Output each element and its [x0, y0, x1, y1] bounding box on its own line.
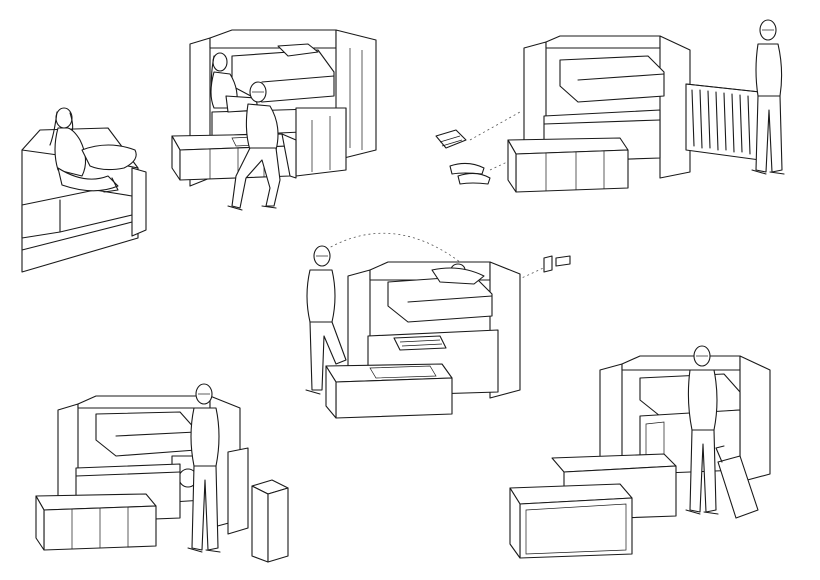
woman-feet [103, 177, 119, 193]
woman-torso [54, 127, 87, 177]
bed-cabinet-seams [311, 116, 331, 172]
center-step-tray [393, 335, 447, 351]
clothes-rail [685, 83, 761, 93]
center-mattress-edge [407, 295, 493, 303]
wardrobe-man-legs [755, 95, 783, 173]
bed-mattress-edge [261, 75, 335, 83]
shoe-right-icon [457, 172, 491, 185]
wardrobe-man-feet [751, 169, 785, 175]
washer-man-feet [187, 547, 221, 553]
center-mattress [387, 275, 493, 323]
bed-mattress [231, 49, 335, 103]
remote-device-icon [543, 255, 553, 273]
washer-drawer-dividers [71, 507, 129, 549]
bed-back-wall [209, 29, 337, 49]
luggage-left-panel [599, 363, 623, 471]
washer-drawer-side [35, 495, 45, 551]
luggage-right-panel [739, 355, 771, 483]
wardrobe-mattress-edge [577, 73, 665, 81]
storage-dashed-guides [469, 111, 521, 171]
sleeper-blanket [431, 267, 485, 285]
luggage-man-legs [689, 429, 717, 513]
washer-man-legs [191, 465, 219, 551]
luggage-man-feet [685, 509, 719, 515]
bed-front-cabinet [295, 107, 347, 177]
folded-clothes-lines [439, 135, 463, 147]
luggage-man-torso [687, 369, 718, 431]
luggage-lower-drawer-side [509, 487, 521, 559]
hanging-clothes [691, 89, 751, 155]
center-dashed-arc [321, 232, 461, 263]
center-man-legs [309, 321, 347, 391]
suitcase-handle [715, 445, 725, 463]
loose-cabinet-front [267, 487, 289, 563]
bed-woman-head [212, 52, 228, 72]
woman-knees [81, 144, 137, 171]
loose-cabinet-side [251, 485, 269, 563]
woman-head [55, 107, 73, 129]
wardrobe-mattress [559, 55, 665, 103]
panel-couple-on-bed [171, 29, 377, 211]
phone-device-icon [555, 255, 571, 267]
center-drawer-front [335, 377, 453, 419]
bed-pillow [277, 43, 319, 57]
washer-mattress-edge [115, 431, 197, 437]
panel-wardrobe-storage [435, 19, 785, 193]
woman-legs [57, 167, 119, 192]
luggage-back-wall [621, 355, 741, 371]
wardrobe-drawer-front [515, 149, 629, 193]
panel-luggage-storage [509, 345, 771, 559]
bed-man-legs [231, 147, 281, 209]
center-drawer-contents [369, 365, 437, 379]
bed-man-feet [227, 205, 277, 211]
washer-side-board [227, 447, 249, 535]
wardrobe-drawer-side [507, 139, 517, 193]
shoe-left-icon [449, 162, 485, 175]
center-drawer-side [325, 365, 337, 419]
center-tray-lines [399, 339, 443, 347]
panel-couch-scene [21, 107, 147, 273]
center-man-feet [305, 389, 321, 395]
bed-drawer-end [281, 133, 297, 179]
sofa-front-rail [21, 221, 133, 251]
wardrobe-back-wall [545, 35, 661, 49]
bed-right-panel-seams [349, 48, 363, 150]
suitcase-icon [717, 455, 759, 519]
center-man-torso [306, 269, 336, 323]
panel-washer-storage [35, 383, 289, 563]
panel-sleeping-center [305, 232, 571, 419]
sofa-armrest [131, 167, 147, 237]
luggage-drawer-inset [525, 503, 627, 555]
wardrobe-step-lip [543, 119, 661, 125]
washer-back-wall [77, 395, 211, 409]
wardrobe-drawer-dividers [545, 151, 605, 191]
wardrobe-man-torso [755, 43, 783, 97]
washer-man-torso [190, 407, 220, 467]
washer-step-lip [75, 471, 181, 477]
